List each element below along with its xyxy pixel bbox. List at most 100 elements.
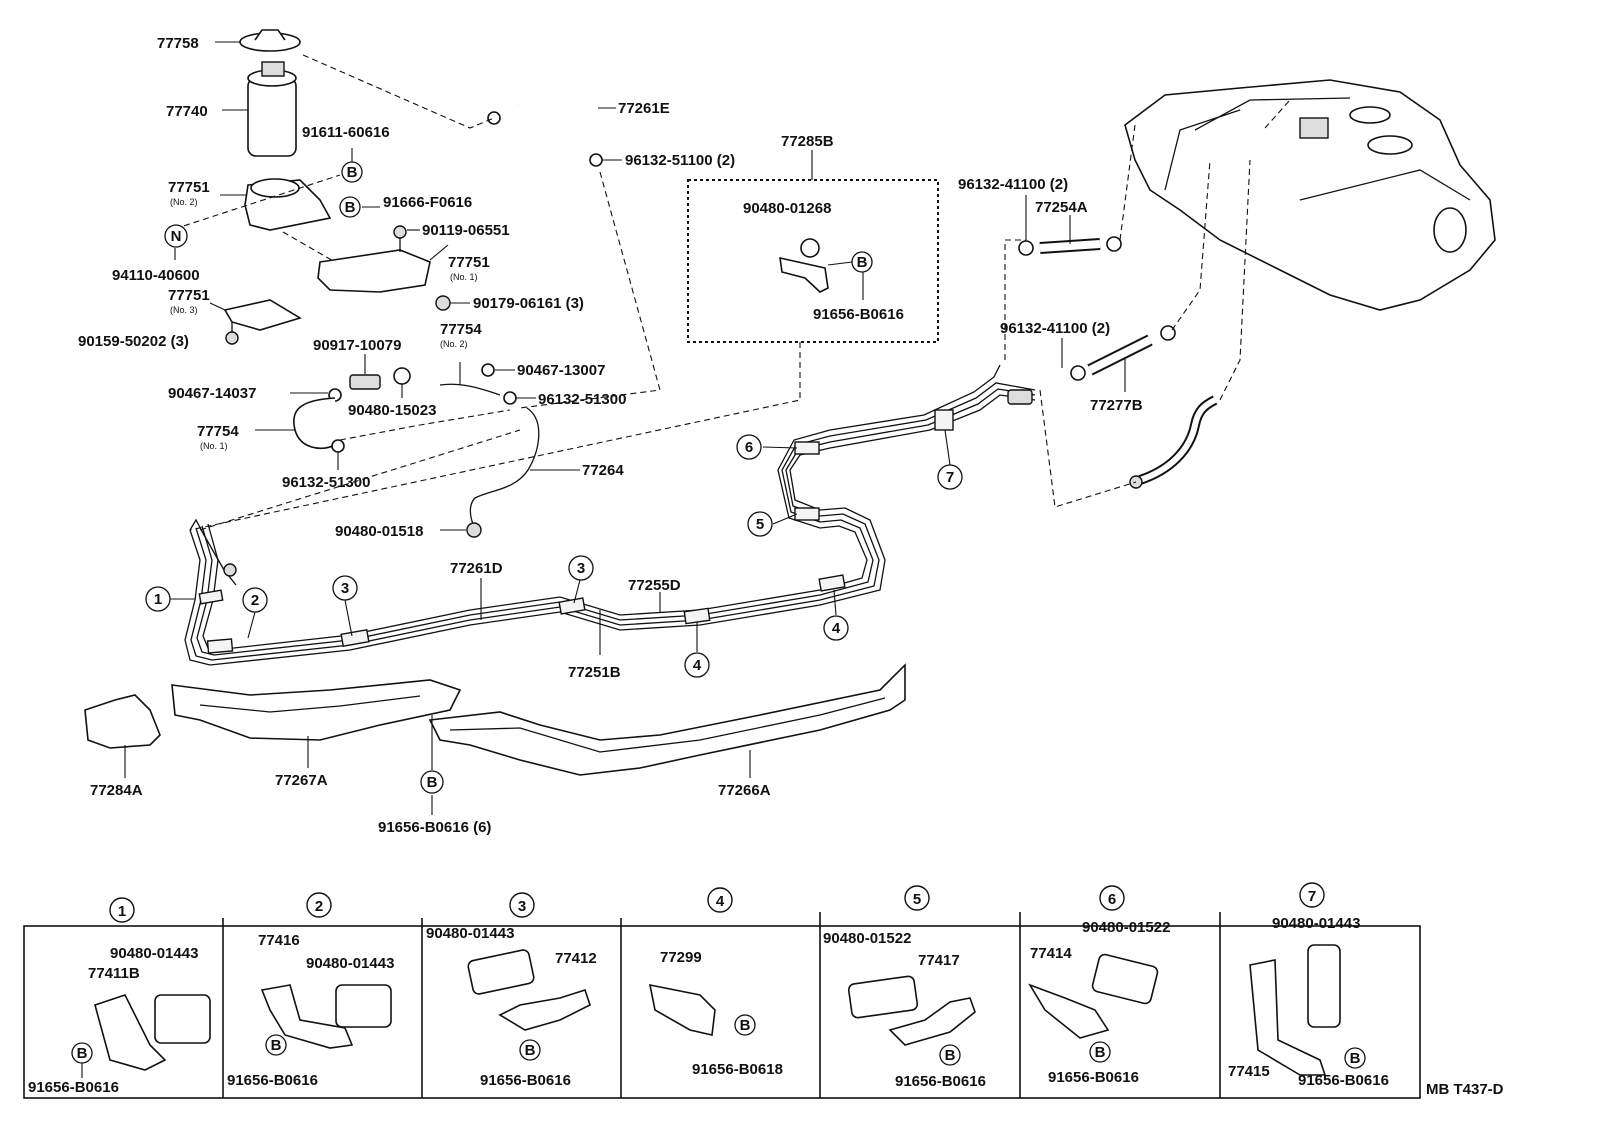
detail-3-num: 3 [518, 898, 526, 915]
label-77751-no3: 77751 [168, 287, 210, 304]
bubble-2-text: 2 [251, 592, 259, 609]
bubble-6-text: 6 [745, 439, 753, 456]
detail-3-b-text: B [525, 1042, 536, 1059]
bubble-3b-text: 3 [577, 560, 585, 577]
label-96132-51100: 96132-51100 (2) [625, 152, 735, 169]
detail-3-bracket [498, 988, 591, 1031]
clamp-96132-41100-a [1018, 240, 1034, 256]
detail-7-clip [1307, 944, 1341, 1028]
detail-7-bubble [1299, 882, 1325, 908]
dash-hose-clamp [339, 409, 511, 441]
hose-77254a-group [1018, 236, 1122, 256]
label-77284a: 77284A [90, 782, 143, 799]
label-77751-no3-sub: (No. 3) [170, 305, 198, 315]
detail-5-label-c: 91656-B0616 [895, 1073, 986, 1090]
detail-5-clip [847, 975, 919, 1019]
detail-5-bubble [904, 885, 930, 911]
detail-4-num: 4 [716, 893, 725, 910]
part-77751-no1-bracket [317, 249, 431, 293]
detail-4-b [734, 1014, 756, 1036]
label-77740: 77740 [166, 103, 208, 120]
bubble-2 [242, 587, 268, 613]
detail-1-label-c: 91656-B0616 [28, 1079, 119, 1096]
line-clamp-4b [818, 574, 846, 592]
tank-return-hose-fill [1139, 397, 1217, 483]
detail-6-num: 6 [1108, 891, 1116, 908]
label-77751-no2: 77751 [168, 179, 210, 196]
detail-7-label-a: 90480-01443 [1272, 915, 1360, 932]
bubble-7 [937, 464, 963, 490]
line-clamp-5 [794, 507, 820, 521]
detail-2-label-c: 91656-B0616 [227, 1072, 318, 1089]
lead-77751b [429, 244, 449, 261]
plate-77267a [171, 679, 462, 741]
clamp-96132-41100-d [1160, 325, 1176, 341]
valve-90917 [349, 374, 381, 390]
hose-77261e-group [487, 88, 603, 167]
lead-bubble-2 [247, 611, 256, 639]
detail-3-label-b: 77412 [555, 950, 597, 967]
bubble-b-91666-text: B [345, 199, 356, 216]
dash-line-hose [199, 429, 521, 531]
line-front-bolt [223, 563, 237, 577]
label-77261d: 77261D [450, 560, 503, 577]
detail-1-b-text: B [77, 1045, 88, 1062]
label-91656-b0616-6: 91656-B0616 (6) [378, 819, 491, 836]
part-77751-no3-bracket [223, 299, 302, 331]
tank-body [1124, 79, 1496, 311]
detail-panel-7: 7 90480-01443 B 77415 91656-B0616 [1228, 882, 1389, 1089]
bubble-b-91611-text: B [347, 164, 358, 181]
detail-2-label-b: 90480-01443 [306, 955, 394, 972]
detail-6-b [1089, 1041, 1111, 1063]
tank-port-2 [1367, 135, 1413, 155]
detail-1-label-b: 77411B [88, 965, 140, 982]
detail-5-b-text: B [945, 1047, 956, 1064]
lead-bubble-7 [944, 429, 951, 466]
label-90159: 90159-50202 (3) [78, 333, 189, 350]
bubble-3b [568, 555, 594, 581]
fuel-line-1 [184, 394, 1036, 666]
detail-4-label-a: 77299 [660, 949, 702, 966]
bubble-4b-text: 4 [832, 620, 841, 637]
label-77754-no1-sub: (No. 1) [200, 441, 228, 451]
fuel-line-bundle [184, 364, 1036, 666]
label-90467-14037: 90467-14037 [168, 385, 256, 402]
bubble-n-94110-text: N [171, 228, 182, 245]
part-77751-no2-ring [250, 178, 300, 198]
dash-tank-3 [1039, 389, 1137, 508]
bubble-5 [747, 511, 773, 537]
lead-bubble-6 [762, 446, 798, 449]
clamp-96132-51300-b [331, 439, 345, 453]
label-94110: 94110-40600 [112, 267, 200, 284]
detail-3-b [519, 1039, 541, 1061]
detail-2-clip [335, 984, 392, 1028]
detail-1-bubble [109, 897, 135, 923]
plate-77266a-rib [449, 697, 886, 753]
label-90480-15023: 90480-15023 [348, 402, 436, 419]
nut-90179 [435, 295, 451, 311]
label-77758: 77758 [157, 35, 199, 52]
detail-7-b-text: B [1350, 1050, 1361, 1067]
fuel-tank [1124, 79, 1496, 311]
leader-lines [124, 41, 1126, 815]
tank-port-1 [1349, 106, 1391, 124]
dash-bracket-2 [164, 174, 341, 233]
tank-edge-2 [1299, 169, 1471, 201]
bubble-b-91666 [339, 196, 361, 218]
canister-assembly [223, 29, 540, 538]
bubble-6 [736, 434, 762, 460]
detail-panel-2: 2 77416 90480-01443 B 91656-B0616 [227, 892, 394, 1089]
bolt-90119 [393, 225, 407, 239]
label-77751-no1: 77751 [448, 254, 490, 271]
bolt-90159 [225, 331, 239, 345]
part-77740-valve [261, 61, 285, 77]
detail-7-bracket [1249, 959, 1327, 1076]
label-77267a: 77267A [275, 772, 328, 789]
label-96132-41100-a: 96132-41100 (2) [958, 176, 1068, 193]
line-clamp-2 [206, 638, 234, 654]
detail-1-bracket [94, 994, 167, 1071]
dash-tank-4 [1171, 159, 1211, 331]
kit-clip [800, 238, 820, 258]
tank-return-hose [1138, 395, 1218, 485]
bubble-b-91656-6 [420, 770, 444, 794]
